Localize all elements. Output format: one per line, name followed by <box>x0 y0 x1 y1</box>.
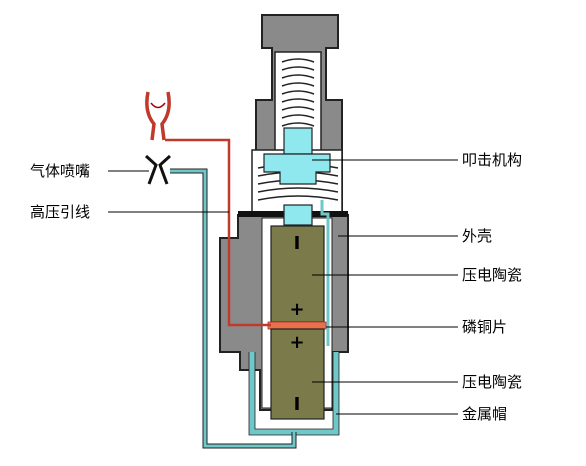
sign-lower-bottom: I <box>294 394 301 415</box>
gas-tube <box>170 168 330 449</box>
piezo-lower <box>270 328 325 420</box>
spark-gap-electrodes <box>144 91 172 185</box>
label-metal-cap: 金属帽 <box>462 405 507 423</box>
label-housing: 外壳 <box>462 227 492 245</box>
hv-lead-wire <box>165 138 271 327</box>
label-copper-plate: 磷铜片 <box>462 318 507 336</box>
sign-lower-top: + <box>289 332 304 353</box>
sign-upper-bottom: + <box>289 299 304 320</box>
label-hv-lead: 高压引线 <box>30 203 90 221</box>
sign-upper-top: I <box>294 233 301 254</box>
label-piezo-upper: 压电陶瓷 <box>462 266 522 284</box>
copper-plate <box>267 321 327 330</box>
piezo-stack <box>267 225 327 420</box>
label-striker: 叩击机构 <box>462 151 522 169</box>
upper-spring <box>281 58 315 127</box>
label-piezo-lower: 压电陶瓷 <box>462 373 522 391</box>
label-gas-nozzle: 气体喷嘴 <box>30 162 90 180</box>
striker-hammer <box>283 204 313 226</box>
leader-lines <box>108 159 458 415</box>
striker-stem <box>283 127 313 155</box>
